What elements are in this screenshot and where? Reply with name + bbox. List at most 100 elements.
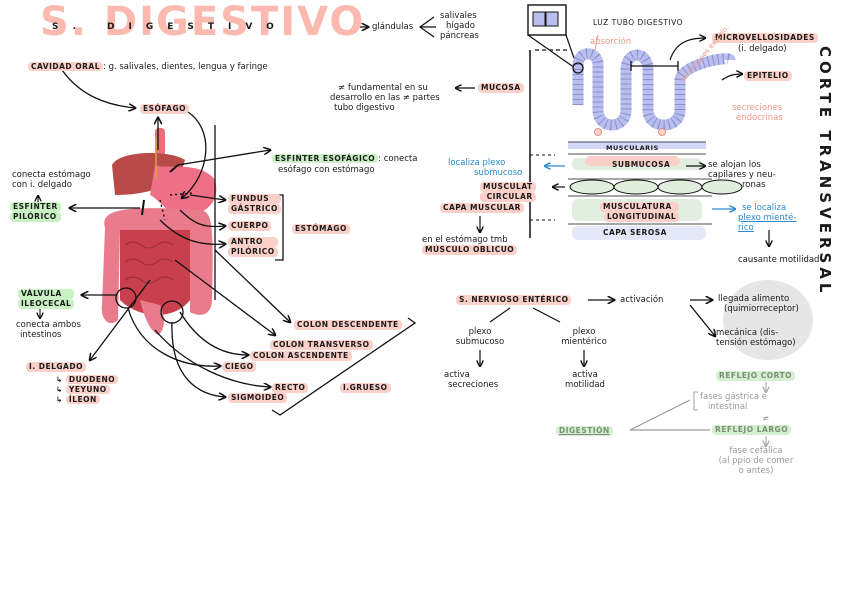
text-line: secreciones — [448, 380, 499, 390]
text-line: submucoso — [455, 337, 505, 347]
plexo-submucoso: plexo submucoso — [450, 327, 510, 347]
reflejo-largo-label: REFLEJO LARGO — [712, 425, 792, 435]
label-line: LONGITUDINAL — [604, 212, 680, 222]
part-yeyuno: YEYUNO — [65, 385, 110, 394]
text-line: o antes) — [738, 466, 774, 476]
i-delgado-parts: ↳ DUODENO ↳ YEYUNO ↳ ÍLEON — [56, 375, 119, 405]
brace-glandulas — [418, 16, 436, 38]
note-line: tubo digestivo — [334, 103, 395, 113]
text-line: mientérico — [561, 337, 607, 347]
arrow-i-delgado — [90, 279, 151, 360]
mucosa-note: ≠ fundamental en su desarrollo en las ≠ … — [330, 83, 440, 113]
note-line: capilares y neu- — [708, 170, 776, 180]
text-line: (quimiorreceptor) — [724, 304, 799, 314]
esofago-label: ESÓFAGO — [140, 104, 189, 114]
valvula-label-2: ILEOCECAL — [18, 299, 75, 309]
arrow-fundus — [189, 194, 225, 200]
submucosa-note: se alojan los capilares y neu- ronas — [708, 160, 776, 190]
estomago-oblicuo-note: en el estómago tmb MÚSCULO OBLICUO — [422, 235, 518, 255]
plexo-submucoso-note: localiza plexo submucoso — [448, 158, 522, 178]
ciego: CIEGO — [222, 362, 257, 372]
text-line: activa — [444, 370, 470, 380]
i-delgado-label: I. DELGADO — [26, 362, 86, 372]
mecanica: mecánica (dis- tensión estómago) — [716, 328, 796, 348]
arrow-colon-ascendente — [179, 311, 248, 355]
fases-gastrica-intestinal: fases gástrica e intestinal — [700, 392, 767, 412]
plexo-mienterico: plexo mientérico — [552, 327, 616, 347]
microvellosidades-label: MICROVELLOSIDADES — [712, 33, 818, 43]
valvula-note: conecta ambos intestinos — [16, 320, 81, 340]
fase-cefalica: fase cefálica (al ppio de comer o antes) — [706, 446, 806, 476]
valvula-ileocecal: VÁLVULA ILEOCECAL — [18, 289, 75, 309]
text-line: plexo — [572, 327, 596, 337]
note-line: rico — [738, 223, 754, 233]
esfinter-esofagico-label: ESFINTER ESOFÁGICO — [272, 154, 379, 163]
text-line: secreciones — [732, 103, 783, 113]
esfinter-pilorico-note: conecta estómago con i. delgado — [12, 170, 91, 190]
note-line: se localiza — [742, 203, 787, 213]
estomago-label: ESTÓMAGO — [292, 224, 350, 234]
part-duodeno: DUODENO — [65, 375, 119, 384]
esfinter-esofagico-text: : conecta — [378, 154, 418, 164]
i-delgado-part: ↳ YEYUNO — [56, 385, 118, 395]
label-line: MUSCULATURA — [600, 202, 680, 212]
title-background: S. DIGESTIVO — [40, 0, 366, 45]
musculatura-longitudinal: MUSCULATURA LONGITUDINAL — [600, 202, 680, 222]
esfinter-pilorico-label: ESFINTER — [10, 202, 61, 212]
snervioso-label: S. NERVIOSO ENTÉRICO — [456, 295, 572, 305]
text-line: motilidad — [565, 380, 605, 390]
epitelio-label: EPITELIO — [744, 71, 792, 81]
note-line: ≠ fundamental en su — [338, 83, 428, 93]
arrow-colon-transverso — [174, 259, 275, 335]
grey-bubble — [723, 280, 813, 360]
part-label: FUNDUS — [228, 194, 281, 204]
arrow-esofago-fundus — [182, 111, 207, 198]
neq-symbol: ≠ — [762, 414, 770, 424]
note-line: desarrollo en las ≠ partes — [330, 93, 440, 103]
absorcion-label: absorción — [590, 37, 632, 47]
text-line: endocrinas — [736, 113, 783, 123]
note-line: intestinos — [20, 330, 62, 340]
corte-transversal-title: CORTE TRANSVERSAL — [816, 46, 834, 297]
digestive-organs-illustration — [101, 128, 217, 335]
glandula-item: páncreas — [440, 31, 479, 41]
colon-ascendente: COLON ASCENDENTE — [250, 351, 352, 361]
llegada-alimento: llegada alimento (quimiorreceptor) — [718, 294, 799, 314]
colon-transverso: COLON TRANSVERSO — [270, 340, 373, 350]
i-grueso-label: I.GRUESO — [340, 383, 391, 393]
valvula-label: VÁLVULA — [18, 289, 75, 299]
cavidad-oral-text: : g. salivales, dientes, lengua y faring… — [103, 62, 268, 72]
estomago-part-cuerpo: CUERPO — [228, 221, 272, 231]
note-line: submucoso — [474, 168, 523, 178]
glandula-item: salivales — [440, 11, 477, 21]
part-label: PILÓRICO — [228, 247, 278, 257]
text-line: mecánica (dis- — [716, 328, 779, 338]
text-line: tensión estómago) — [716, 338, 796, 348]
microvellosidades-note: (i. delgado) — [738, 44, 787, 54]
part-label: GÁSTRICO — [228, 204, 281, 214]
arrow-ciego — [127, 307, 220, 366]
text-line: plexo — [468, 327, 492, 337]
label-line: CIRCULAR — [480, 192, 536, 202]
bracket-i-grueso — [271, 317, 417, 416]
esfinter-esofagico: ESFINTER ESOFÁGICO: conecta esófago con … — [272, 146, 417, 175]
submucosa-label: SUBMUCOSA — [612, 160, 671, 169]
text-line: (al ppio de comer — [718, 456, 794, 466]
arrow-colon-descendente — [214, 249, 290, 322]
cavidad-oral: CAVIDAD ORAL: g. salivales, dientes, len… — [28, 54, 268, 73]
note-line: en el estómago tmb — [422, 235, 508, 245]
sigmoideo: SIGMOIDEO — [228, 393, 288, 403]
activa-secreciones: activa secreciones — [444, 370, 498, 390]
muscularis-label: MUSCULARIS — [606, 144, 659, 152]
colon-descendente: COLON DESCENDENTE — [294, 320, 402, 330]
arrow-cuerpo — [179, 209, 225, 227]
estomago-part-fundus: FUNDUS GÁSTRICO — [228, 194, 281, 214]
i-delgado-part: ↳ DUODENO — [56, 375, 119, 385]
secreciones-endocrinas-label: secreciones endocrinas — [732, 103, 783, 123]
recto: RECTO — [272, 383, 309, 393]
estomago-part-antro: ANTRO PILÓRICO — [228, 237, 278, 257]
note-line: conecta estómago — [12, 170, 91, 180]
esfinter-pilorico-label-2: PILÓRICO — [10, 212, 61, 222]
capa-serosa-label: CAPA SEROSA — [603, 228, 667, 237]
